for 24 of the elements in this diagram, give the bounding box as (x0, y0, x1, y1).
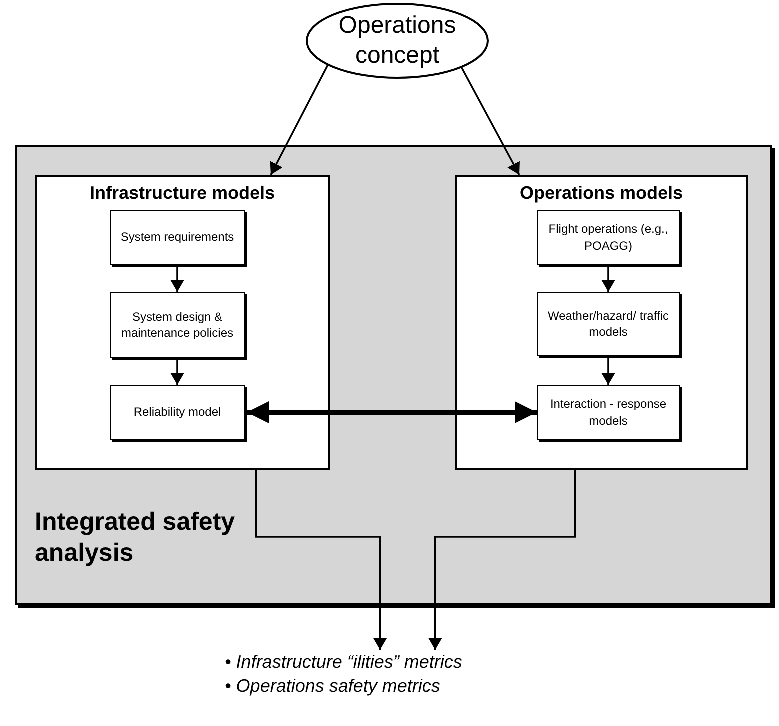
arrow (170, 360, 184, 385)
analysis-panel (15, 145, 772, 605)
arrow (602, 267, 616, 292)
process-box: Flight operations (e.g., POAGG) (537, 210, 680, 265)
panel-title: Integrated safety analysis (35, 507, 236, 569)
arrow (602, 358, 616, 385)
group-box (35, 175, 330, 470)
arrow (428, 470, 576, 650)
group-title: Operations models (518, 182, 684, 204)
process-box: Reliability model (110, 385, 245, 440)
process-box: Weather/hazard/ traffic models (537, 292, 680, 356)
group-box (455, 175, 748, 470)
process-box: System requirements (110, 210, 245, 265)
output-item: • Operations safety metrics (225, 675, 440, 698)
arrow (170, 267, 184, 292)
arrow (270, 64, 329, 176)
group-title: Infrastructure models (88, 182, 276, 204)
process-box: System design & maintenance policies (110, 292, 245, 358)
arrow (255, 470, 388, 650)
process-box: Interaction - response models (537, 385, 680, 440)
ellipse-node: Operations concept (305, 2, 490, 80)
output-item: • Infrastructure “ilities” metrics (225, 651, 462, 674)
arrow (460, 66, 520, 176)
double-arrow (247, 402, 537, 424)
